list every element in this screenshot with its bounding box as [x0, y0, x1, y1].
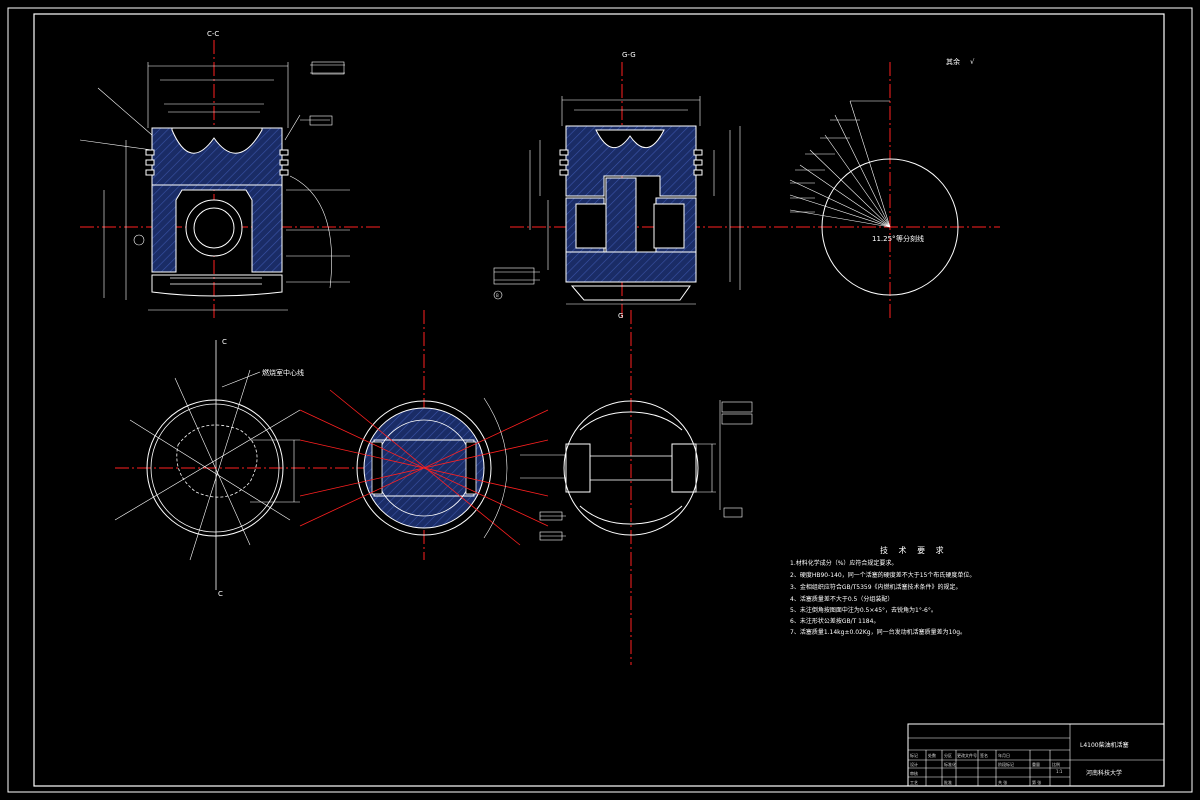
tb-cell-weight: 重量: [1032, 761, 1040, 767]
finish-symbol: √: [970, 58, 975, 66]
tb-cell-process: 工艺: [910, 780, 918, 785]
angle-value: 11.25°: [872, 235, 896, 243]
combustion-bowl: [176, 424, 258, 498]
tech-item-1: 1.材料化学成分（%）应符合规定要求。: [790, 559, 897, 567]
tb-cell-approve: 批准: [944, 779, 952, 785]
piston-top-outline: [146, 399, 284, 537]
combustion-center-label: 燃烧室中心线: [262, 368, 304, 377]
tech-requirements-title: 技 术 要 求: [880, 545, 948, 555]
scale-value: 1:1: [1056, 769, 1063, 774]
cc-bowl-cavity: [171, 127, 263, 154]
tech-item-7: 7、活塞质量1.14kg±0.02Kg，同一台发动机活塞质量差为10g。: [790, 628, 966, 636]
tb-cell-total: 共 张: [998, 779, 1007, 785]
gg-crown-section: [565, 125, 697, 197]
tech-item-4: 4、活塞质量差不大于0.5（分组装配）: [790, 595, 893, 603]
tb-cell-zone: 分区: [944, 752, 952, 758]
c-bottom-label: C: [218, 590, 223, 598]
school-name: 河南科技大学: [1086, 769, 1122, 777]
tb-cell-sign: 签名: [980, 752, 988, 758]
tb-cell-change-doc: 更改文件号: [957, 752, 977, 758]
scale-circle: [821, 158, 959, 296]
underside-outer-circle: [563, 400, 699, 536]
tech-item-6: 6、未注形状公差按GB/T 1184。: [790, 617, 879, 625]
gg-bottom-label: G: [618, 312, 623, 320]
mark-b: B: [496, 293, 499, 298]
cc-label: C-C: [207, 30, 219, 38]
tb-cell-ratio: 比例: [1052, 761, 1060, 767]
tb-cell-standard: 标准化: [944, 761, 956, 767]
angle-suffix: 等分刻线: [896, 234, 924, 243]
tb-cell-stage: 阶段标记: [998, 761, 1014, 767]
tb-cell-date: 年月日: [998, 752, 1010, 758]
tb-cell-sheet: 第 张: [1032, 779, 1041, 785]
cc-skirt-section: [151, 184, 283, 273]
c-top-label: C: [222, 338, 227, 346]
cc-pin-bore: [193, 207, 235, 249]
tb-cell-mark: 标记: [910, 752, 918, 758]
section-view-cc: C-C: [79, 30, 380, 320]
bottom-view: [299, 310, 549, 560]
angle-scale-view: 其余 √ 11.25° 等分刻线: [789, 57, 975, 320]
tech-item-3: 3、金相组织应符合GB/T5359《内燃机活塞技术条件》的规定。: [790, 583, 962, 591]
section-view-gg: G-G: [493, 51, 1000, 320]
tb-cell-review: 审核: [910, 770, 918, 776]
part-name: L4100柴油机活塞: [1080, 741, 1129, 749]
title-block: L4100柴油机活塞 河南科技大学 1:1 标记 处数 分区 更改文件号 签名 …: [907, 723, 1165, 787]
drawing-frame: [7, 7, 1193, 793]
tb-cell-design: 设计: [910, 761, 918, 767]
bottom-outer-circle: [356, 400, 492, 536]
tech-item-2: 2、硬度HB90-140，同一个活塞的硬度差不大于15个布氏硬度单位。: [790, 571, 975, 579]
technical-requirements: 技 术 要 求 1.材料化学成分（%）应符合规定要求。 2、硬度HB90-140…: [790, 545, 975, 636]
gg-label: G-G: [622, 51, 636, 59]
tb-cell-count: 处数: [928, 752, 936, 758]
underside-view: [520, 310, 753, 665]
top-view: C C 燃烧室中心线: [114, 338, 420, 598]
tech-item-5: 5、未注倒角按图面中注为0.5×45°，去锐角为1°-6°。: [790, 606, 937, 614]
surface-finish-text: 其余: [946, 57, 960, 66]
